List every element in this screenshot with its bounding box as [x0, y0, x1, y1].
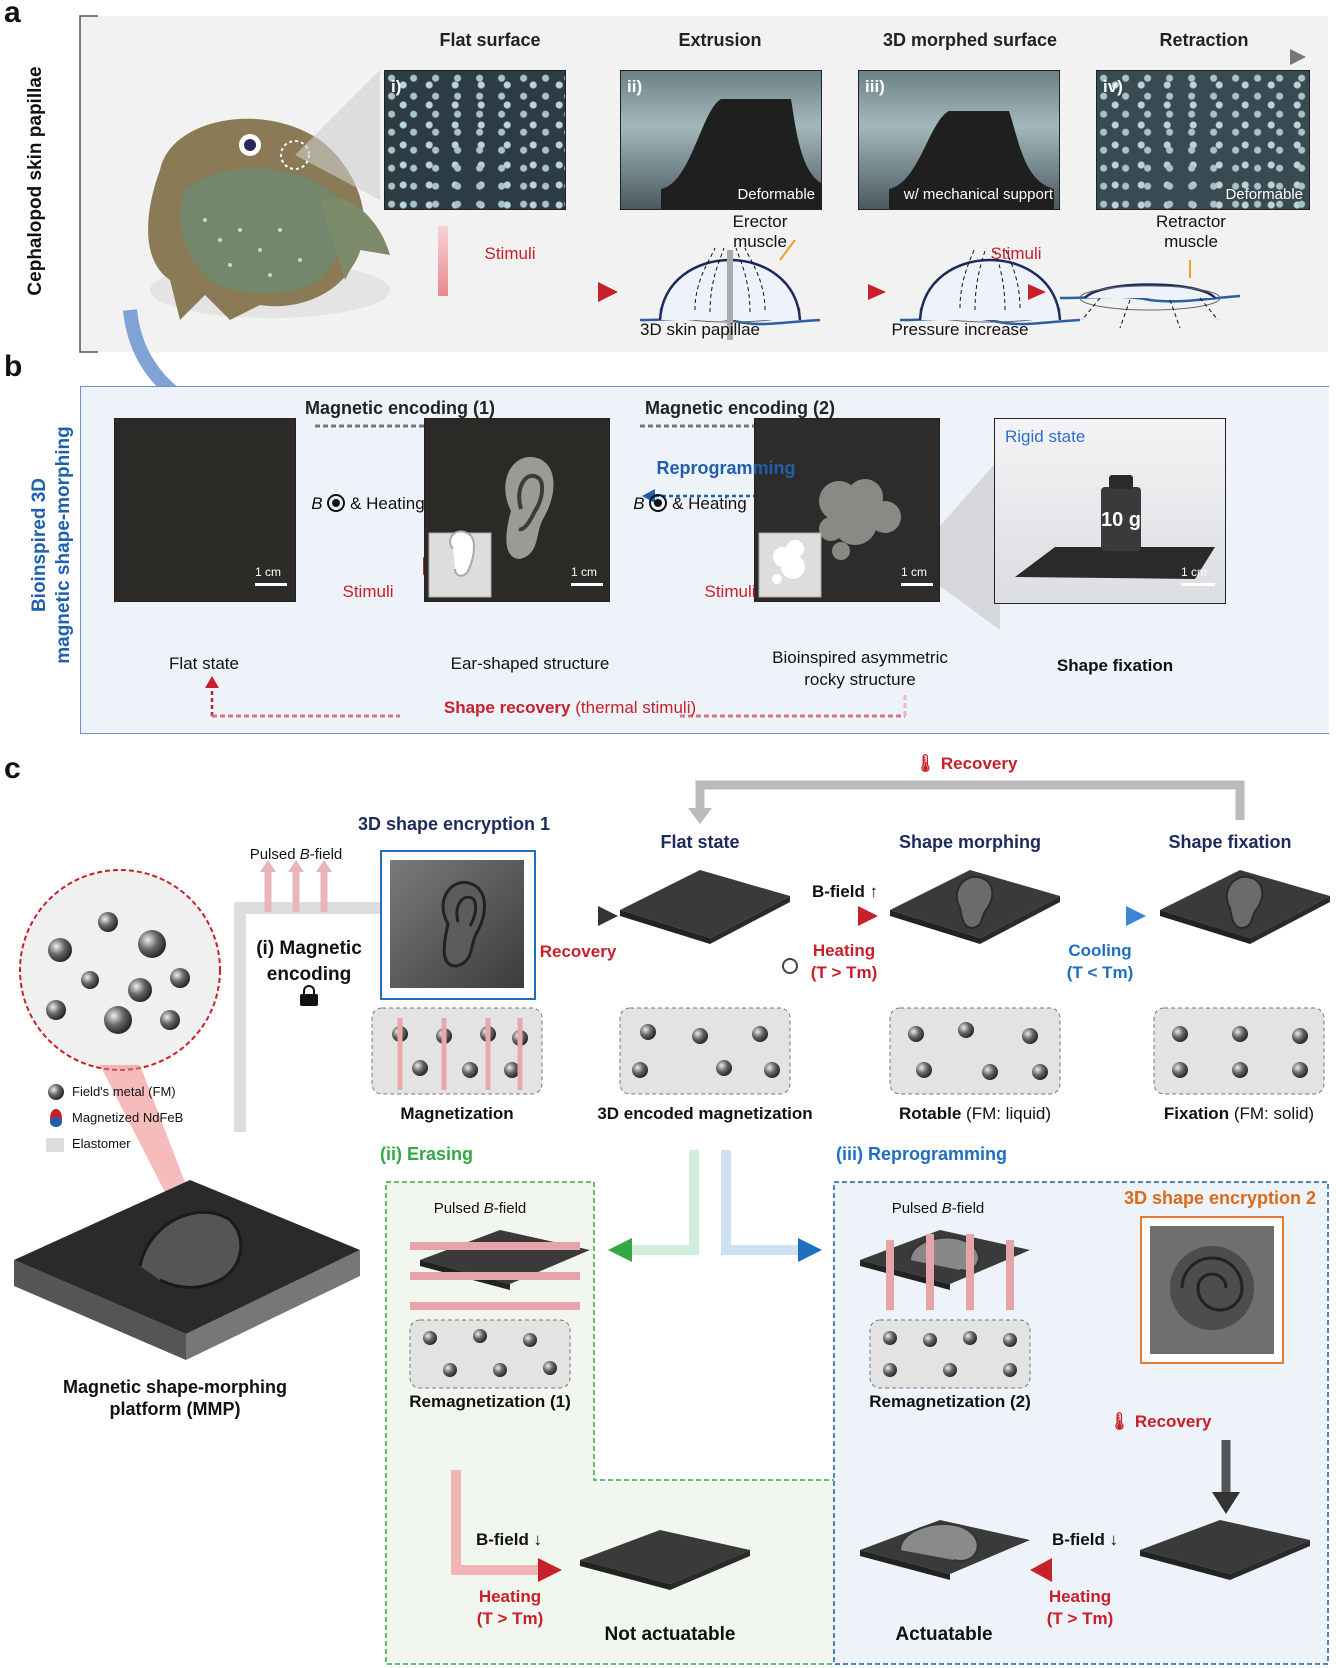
b-heating-label-1: B & Heating	[311, 494, 425, 513]
erasing-plate	[409, 1230, 590, 1389]
remag-1-label: Remagnetization (1)	[409, 1392, 571, 1411]
photo-extrusion: ii) Deformable	[620, 70, 822, 210]
pulsed-field-label-3: Pulsed B-field	[891, 1200, 985, 1217]
b-field-up-label: B-field ↑	[811, 882, 879, 901]
magnetization-label: Magnetization	[400, 1104, 514, 1123]
shape-morphing-label: Shape morphing	[898, 832, 1041, 852]
panel-a-letter: a	[4, 0, 21, 29]
recovery-top-label: 🌡 Recovery	[914, 754, 1018, 773]
rotable-label: Rotable (FM: liquid)	[898, 1104, 1052, 1123]
lock-icon	[300, 985, 318, 1006]
pulsed-field-label-1: Pulsed B-field	[249, 846, 343, 863]
retractor-muscle-label: Retractor muscle	[1156, 212, 1226, 251]
b-field-down-erase: B-field ↓	[475, 1530, 543, 1549]
actuatable-plates	[860, 1520, 1310, 1580]
cuttlefish-illustration	[148, 118, 390, 320]
actuatable-label: Actuatable	[895, 1624, 993, 1645]
photo-shape-fixation: Rigid state 10 g 1 cm	[994, 418, 1226, 604]
caption-ear-structure: Ear-shaped structure	[450, 654, 610, 673]
reprogramming-b-label: Reprogramming	[656, 458, 796, 478]
stimuli-label-1: Stimuli	[484, 244, 536, 263]
heating-erase-label: Heating(T > Tm)	[476, 1587, 544, 1628]
encryption-2-box	[1140, 1216, 1284, 1364]
photo-flat-state: 1 cm	[114, 418, 296, 602]
recovery-reprog-label: 🌡 Recovery	[1108, 1412, 1212, 1431]
erector-muscle-label: Erector muscle	[732, 212, 788, 251]
panel-b-letter: b	[4, 350, 23, 383]
caption-shape-fixation: Shape fixation	[1056, 656, 1174, 675]
pulsed-field-label-2: Pulsed B-field	[433, 1200, 527, 1217]
shape-recovery-label: Shape recovery (thermal stimuli)	[443, 698, 697, 717]
key-icon	[782, 958, 798, 974]
stage-flat-surface: Flat surface	[439, 30, 541, 50]
stage-extrusion: Extrusion	[678, 30, 762, 50]
fixation-label: Fixation (FM: solid)	[1163, 1104, 1315, 1123]
erasing-label: (ii) Erasing	[380, 1144, 474, 1164]
encryption-1-box	[380, 850, 536, 1000]
encoding-1-label: Magnetic encoding (1)	[304, 398, 495, 418]
photo-retraction: iv) Deformable	[1096, 70, 1310, 210]
zoom-lines	[295, 70, 380, 200]
stage-retraction: Retraction	[1159, 30, 1249, 50]
photo-rocky-structure: 1 cm	[754, 418, 940, 602]
legend-elastomer: Elastomer	[72, 1136, 131, 1151]
cooling-label: Cooling(T < Tm)	[1066, 941, 1134, 982]
encryption-1-label: 3D shape encryption 1	[357, 814, 551, 834]
reprog-plate	[860, 1230, 1031, 1389]
not-actuatable-plate	[580, 1530, 750, 1590]
encoding-2-label: Magnetic encoding (2)	[644, 398, 835, 418]
caption-rocky-1: Bioinspired asymmetric	[772, 648, 948, 667]
encoded-magnetization-label: 3D encoded magnetization	[597, 1104, 813, 1123]
papillae-schematic	[438, 226, 1241, 340]
not-actuatable-label: Not actuatable	[604, 1624, 736, 1645]
panel-c-letter: c	[4, 752, 21, 785]
photo-3d-morphed: iii) w/ mechanical support	[858, 70, 1060, 210]
reprogramming-c-label: (iii) Reprogramming	[836, 1144, 1008, 1164]
heating-reprog-label: Heating(T > Tm)	[1046, 1587, 1114, 1628]
recovery-c-label: Recovery	[539, 942, 617, 961]
stimuli-label-2: Stimuli	[990, 244, 1042, 263]
b-field-down-reprog: B-field ↓	[1051, 1530, 1119, 1549]
mmp-illustration	[14, 869, 360, 1360]
caption-rocky-2: rocky structure	[804, 670, 916, 689]
photo-flat-surface: i)	[384, 70, 566, 210]
magnetization-boxes	[371, 1007, 1325, 1095]
legend-ndfeb: Magnetized NdFeB	[72, 1110, 184, 1125]
plates-row	[620, 870, 1330, 944]
encryption-2-label: 3D shape encryption 2	[1123, 1188, 1317, 1208]
stage-3d-morphed: 3D morphed surface	[882, 30, 1058, 50]
caption-flat-state: Flat state	[169, 654, 239, 673]
flat-state-c-label: Flat state	[660, 832, 740, 852]
b-heating-label-2: B & Heating	[633, 494, 747, 513]
heating-c-label: Heating(T > Tm)	[810, 941, 878, 982]
pressure-label: Pressure increase	[891, 320, 1029, 339]
photo-ear-structure: 1 cm	[424, 418, 610, 602]
remag-2-label: Remagnetization (2)	[869, 1392, 1031, 1411]
papillae-label: 3D skin papillae	[639, 320, 760, 339]
legend-fm: Field's metal (FM)	[72, 1084, 176, 1099]
stimuli-b-1: Stimuli	[342, 582, 394, 601]
shape-fixation-c-label: Shape fixation	[1168, 832, 1292, 852]
stimuli-b-2: Stimuli	[704, 582, 756, 601]
